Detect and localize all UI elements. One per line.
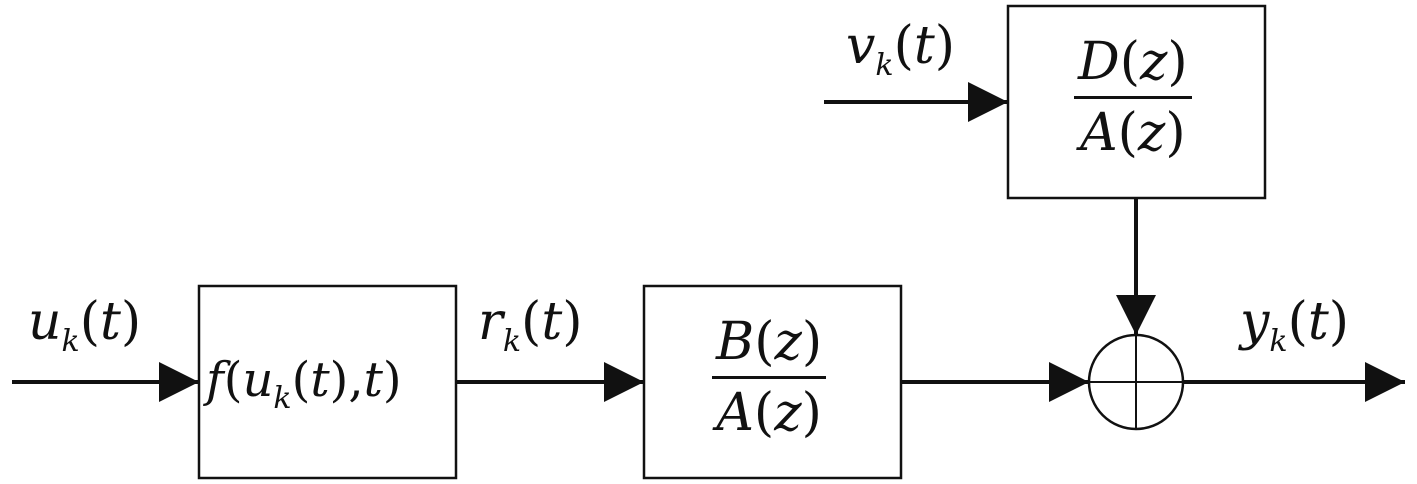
- plant-transfer-function: B(z) A(z): [712, 312, 827, 443]
- plant-denominator: A(z): [716, 383, 822, 443]
- intermediate-label: rk(t): [478, 292, 583, 359]
- summing-junction: [1087, 333, 1185, 431]
- disturbance-label: vk(t): [846, 16, 956, 83]
- input-label: uk(t): [28, 292, 142, 359]
- plant-numerator: B(z): [716, 312, 823, 372]
- plant-fraction-bar: [712, 376, 827, 379]
- noise-model-transfer-function: D(z) A(z): [1074, 36, 1192, 159]
- noise-numerator: D(z): [1078, 32, 1188, 92]
- noise-denominator: A(z): [1080, 103, 1186, 163]
- noise-fraction-bar: [1074, 96, 1192, 99]
- output-label: yk(t): [1240, 292, 1350, 359]
- nonlinearity-expression: f(uk(t),t): [206, 352, 402, 416]
